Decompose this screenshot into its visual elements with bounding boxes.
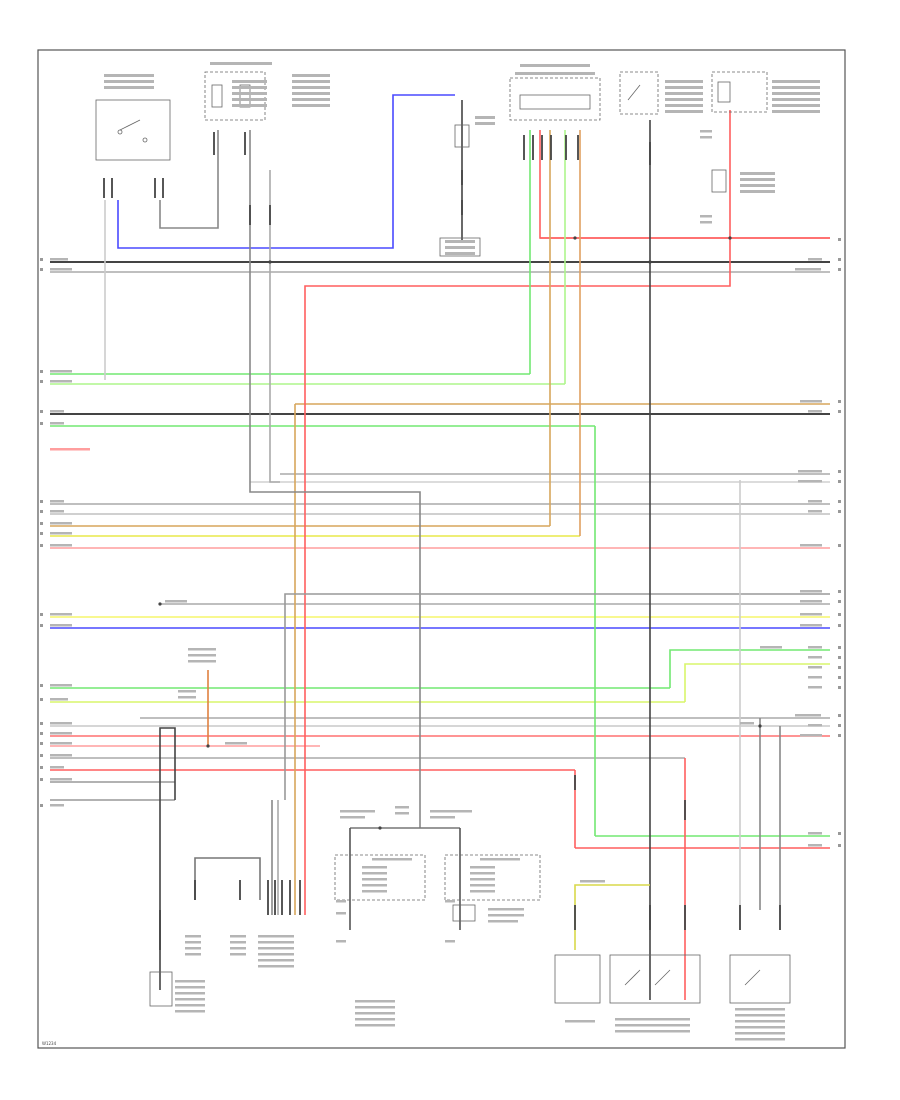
wire-black-l	[159, 727, 176, 990]
component-relay-center	[454, 124, 470, 148]
routed-wires	[104, 94, 830, 1000]
component-sensor-bottom-left	[149, 971, 173, 1007]
side-pin-ticks	[40, 238, 841, 847]
wire-gray-top-left	[159, 130, 219, 229]
wire-gray-mid-1	[249, 130, 421, 828]
diagram-frame	[37, 49, 846, 1049]
bus-wires	[50, 237, 830, 849]
wire-green-r1	[669, 649, 830, 688]
component-fuse-top-right	[711, 169, 727, 193]
component-switch-top-left	[95, 99, 171, 161]
component-transmission-switch	[609, 954, 701, 1004]
label-marks	[50, 62, 822, 1041]
component-control-module-1	[334, 854, 426, 901]
bottom-components	[149, 854, 791, 1007]
component-splice-center	[439, 237, 481, 257]
component-control-module-2	[444, 854, 541, 901]
wire-gray-mid-2	[269, 170, 280, 483]
wire-yellow-starter	[574, 884, 650, 950]
wire-red-long	[539, 130, 830, 239]
wire-yg-r1	[684, 663, 830, 702]
wire-red-main	[304, 110, 731, 800]
component-relay-bottom-right	[729, 954, 791, 1004]
component-relay-top-right-2	[711, 71, 768, 113]
component-fuse-block	[204, 71, 266, 121]
junction-dots	[158, 236, 762, 830]
wire-gray-bottom	[194, 857, 261, 900]
wire-gray-mid-3	[284, 593, 830, 800]
component-relay-top-right-1	[619, 71, 659, 115]
wire-blue-top	[117, 94, 455, 249]
footer-code: W1234	[42, 1041, 57, 1046]
component-starter	[554, 954, 601, 1004]
component-connector-top	[509, 77, 601, 121]
connector-stubs	[103, 132, 781, 950]
